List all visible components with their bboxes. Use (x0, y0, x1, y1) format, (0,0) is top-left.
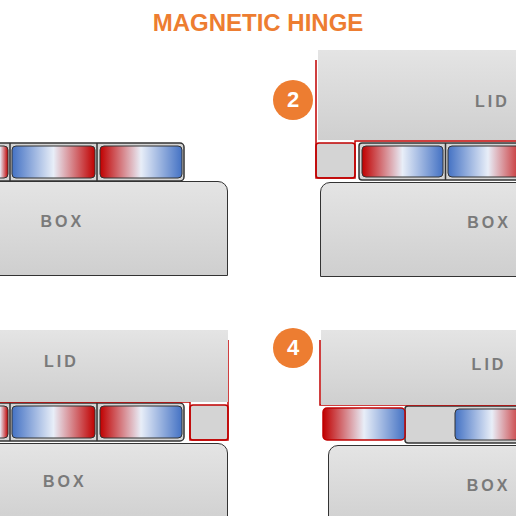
part-label: LID (472, 356, 507, 374)
lid-body: LID (318, 50, 516, 140)
magnet-row (0, 143, 184, 181)
part-label: BOX (41, 213, 85, 231)
part-label: BOX (43, 473, 87, 491)
box-body: BOX (0, 443, 228, 516)
diagram-title: MAGNETIC HINGE (0, 9, 516, 37)
callout-number: 2 (273, 80, 313, 120)
part-label: LID (475, 93, 510, 111)
lid-body: LID (0, 330, 228, 402)
part-label: BOX (467, 477, 511, 495)
part-label: BOX (467, 214, 511, 232)
box-body: BOX (0, 181, 228, 276)
box-body: BOX (328, 445, 516, 516)
box-body: BOX (320, 182, 516, 277)
callout-number: 4 (273, 328, 313, 368)
callout-number: 2 (287, 87, 299, 113)
callout-number: 4 (287, 335, 299, 361)
lid-body: LID (321, 330, 516, 405)
part-label: LID (44, 353, 79, 371)
